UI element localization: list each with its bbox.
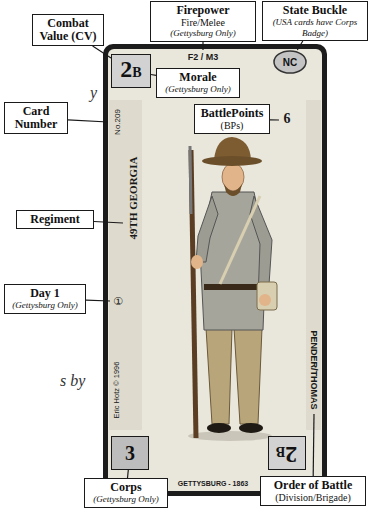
callout-connector	[93, 46, 111, 58]
leader-line	[313, 414, 315, 476]
callout-title: Combat Value (CV)	[36, 17, 100, 43]
battlepoints-value: 6	[284, 111, 291, 127]
combat-value-box: 2B	[111, 54, 151, 88]
leader-line	[86, 300, 110, 302]
callout-box: Order of Battle(Division/Brigade)	[260, 476, 366, 506]
corps-box: 3	[111, 436, 149, 470]
callout-note: (BPs)	[198, 120, 266, 131]
order-of-battle: PENDER/THOMAS	[309, 330, 319, 409]
callout-box: Regiment	[16, 210, 94, 229]
card-number: No.209	[113, 109, 122, 135]
callout-box: Combat Value (CV)	[32, 14, 104, 46]
rifle-barrel	[190, 146, 191, 214]
callout-box: Morale(Gettysburg Only)	[156, 68, 240, 98]
soldier-strap	[220, 196, 260, 284]
text-fragment: y	[90, 84, 97, 102]
callout-title: Order of Battle	[264, 479, 362, 492]
soldier-belt	[204, 284, 263, 290]
callout-box: Day 1(Gettysburg Only)	[4, 284, 86, 314]
right-strip	[306, 100, 321, 430]
state-buckle-badge: NC	[273, 50, 307, 74]
callout-note: (Gettysburg Only)	[88, 494, 164, 505]
leader-line	[270, 119, 279, 120]
callout-note: (Division/Brigade)	[264, 492, 362, 503]
callout-box: FirepowerFire/Melee(Gettysburg Only)	[150, 1, 256, 42]
callout-title: Firepower	[154, 4, 252, 17]
combat-value-box: 2B	[268, 436, 306, 470]
day-marker: ①	[113, 295, 123, 308]
soldier-figure	[188, 137, 277, 441]
soldier-shoe	[207, 423, 231, 433]
card-panel	[108, 49, 322, 491]
soldier-hand	[259, 294, 271, 306]
callout-title: Day 1	[8, 287, 82, 300]
soldier-hat-brim	[202, 156, 262, 166]
callout-box: Card Number	[4, 102, 68, 134]
callout-connector	[127, 470, 129, 478]
soldier-haversack	[257, 282, 277, 310]
callout-title: 2B	[276, 436, 297, 470]
ground-shadow	[188, 431, 272, 441]
callout-title: Regiment	[20, 213, 90, 226]
callout-title: Card Number	[8, 105, 64, 131]
callout-box: BattlePoints(BPs)	[194, 104, 270, 134]
card-frame	[103, 44, 327, 496]
leader-line	[94, 222, 123, 224]
regiment-name: 49TH GEORGIA	[127, 157, 139, 240]
set-name: GETTYSBURG - 1863	[178, 480, 248, 487]
left-strip	[109, 100, 142, 430]
callout-connector	[297, 41, 303, 50]
badge-ellipse	[274, 51, 306, 73]
callout-title: 3	[125, 438, 135, 468]
leader-line	[68, 120, 108, 122]
callout-title: NC	[283, 57, 297, 68]
firepower-value: F2 / M3	[188, 52, 219, 62]
callout-title: Morale	[160, 71, 236, 84]
callout-title: Corps	[88, 481, 164, 494]
soldier-shoe	[239, 423, 263, 433]
soldier-hand	[191, 255, 203, 269]
callout-note: Fire/Melee	[154, 17, 252, 28]
soldier-leg	[206, 328, 232, 424]
leader-line	[202, 42, 203, 51]
callout-note: (Gettysburg Only)	[154, 28, 252, 39]
soldier-arm	[196, 196, 218, 262]
callout-title: BattlePoints	[198, 107, 266, 120]
copyright-note: Eric Hotz © 1996	[112, 362, 121, 419]
game-card: F2 / M3 6 No.209 49TH GEORGIA ① Eric Hotz © 1…	[103, 44, 327, 496]
callout-note: (Gettysburg Only)	[8, 300, 82, 311]
text-fragment: s by	[60, 372, 85, 390]
soldier-leg	[234, 328, 262, 424]
soldier-beard	[224, 184, 242, 196]
callout-box: Corps(Gettysburg Only)	[84, 478, 168, 508]
callout-note: (Gettysburg Only)	[160, 84, 236, 95]
callout-box: State Buckle(USA cards have Corps Badge)	[262, 1, 368, 41]
callout-title: 2B	[120, 54, 141, 88]
callout-note: (USA cards have Corps Badge)	[266, 17, 364, 38]
callout-title: State Buckle	[266, 4, 364, 17]
